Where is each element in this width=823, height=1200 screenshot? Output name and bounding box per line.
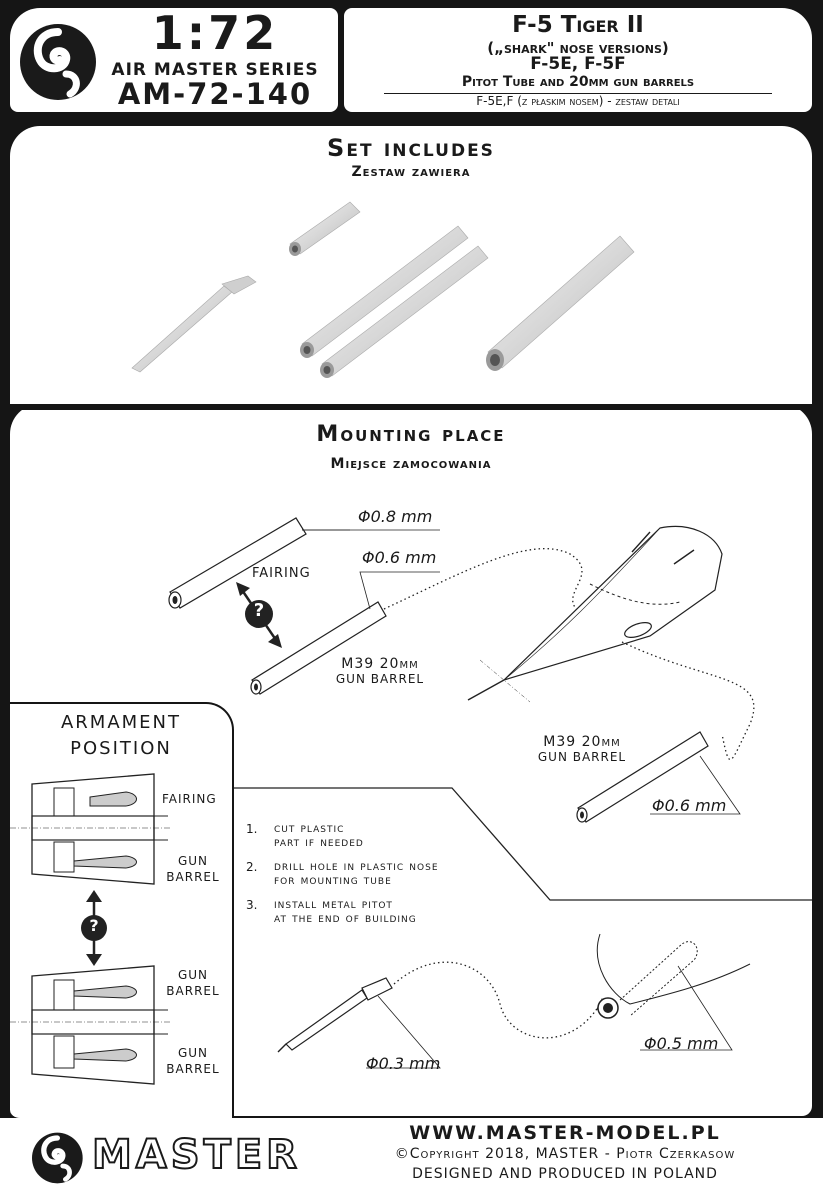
barrel2-label-line2: GUN BARREL xyxy=(537,750,627,764)
produced-in: DESIGNED AND PRODUCED IN POLAND xyxy=(412,1166,718,1182)
step-text: install metal pitot at the end of buildi… xyxy=(274,898,417,926)
step-line: part if needed xyxy=(274,835,364,850)
dim-hole: Φ0.5 mm xyxy=(644,1034,719,1053)
master-logo-icon xyxy=(20,24,96,100)
gun-barrel-tube xyxy=(250,601,387,695)
step-number: 2. xyxy=(246,860,258,874)
armament-panel: ARMAMENT POSITION xyxy=(10,702,234,1120)
arm-bot-gun-b2: BARREL xyxy=(166,1062,220,1076)
website-url[interactable]: WWW.MASTER-MODEL.PL xyxy=(409,1122,721,1144)
step-number: 1. xyxy=(246,822,258,836)
section-divider xyxy=(10,404,812,410)
fairing-tube xyxy=(168,517,307,609)
aircraft-subtitle: („shark" nose versions) xyxy=(487,39,669,57)
swap-arrow xyxy=(236,582,282,648)
step-line: drill hole in plastic nose xyxy=(274,859,439,874)
arm-top-gun-1: GUN xyxy=(177,854,209,868)
arm-bot-gun-b1: GUN xyxy=(177,1046,209,1060)
copyright: ©Copyright 2018, MASTER - Piotr Czerkaso… xyxy=(394,1146,736,1162)
armament-swap-arrow xyxy=(81,890,107,966)
master-footer-logo-icon xyxy=(32,1132,83,1184)
long-tube-part-1 xyxy=(300,225,469,358)
step-text: cut plastic part if needed xyxy=(274,822,364,850)
step-line: at the end of building xyxy=(274,911,417,926)
barrel-label-line2: GUN BARREL xyxy=(335,672,425,686)
set-includes-panel: Set includes Zestaw zawiera xyxy=(10,126,812,404)
brand-wordmark: MASTER xyxy=(91,1131,301,1179)
barrel-label-line1: M39 20mm xyxy=(341,656,419,672)
product-code: AM-72-140 xyxy=(117,77,313,111)
step-number: 3. xyxy=(246,898,258,912)
step-text: drill hole in plastic nose for mounting … xyxy=(274,860,439,888)
nose-cone xyxy=(467,525,723,703)
set-includes-subtitle: Zestaw zawiera xyxy=(351,164,471,180)
step-2: 2. drill hole in plastic nose for mounti… xyxy=(246,860,566,888)
mounting-panel: Mounting place Miejsce zamocowania xyxy=(10,404,812,1120)
aircraft-variants: F-5E, F-5F xyxy=(530,54,626,74)
armament-title-1: ARMAMENT xyxy=(60,712,182,733)
header-right-panel: F-5 Tiger II („shark" nose versions) F-5… xyxy=(344,8,812,112)
top-configuration xyxy=(10,773,170,885)
scale-label: 1:72 xyxy=(151,6,279,60)
step-1: 1. cut plastic part if needed xyxy=(246,822,566,850)
pitot-part xyxy=(131,275,257,373)
polish-description: F-5E,F (z płaskim nosem) - zestaw detali xyxy=(476,94,680,108)
bottom-configuration xyxy=(10,965,170,1085)
dim-barrel-right: Φ0.6 mm xyxy=(652,796,727,815)
barrel2-label-line1: M39 20mm xyxy=(543,734,621,750)
mounting-title: Mounting place xyxy=(316,422,506,447)
armament-diagram xyxy=(10,773,170,1085)
set-includes-title: Set includes xyxy=(327,134,495,162)
header-divider xyxy=(384,93,772,94)
dim-barrel-top: Φ0.6 mm xyxy=(362,548,437,567)
right-gun-barrel xyxy=(576,731,709,823)
step-3: 3. install metal pitot at the end of bui… xyxy=(246,898,566,926)
aircraft-title: F-5 Tiger II xyxy=(512,12,644,38)
arm-question: ? xyxy=(89,916,99,935)
thick-tube-part xyxy=(486,235,635,371)
steps-list: 1. cut plastic part if needed 2. drill h… xyxy=(246,822,566,926)
arm-bot-gun-a1: GUN xyxy=(177,968,209,982)
dim-fairing: Φ0.8 mm xyxy=(358,507,433,526)
arm-top-fairing: FAIRING xyxy=(162,792,217,806)
mounting-subtitle: Miejsce zamocowania xyxy=(330,456,492,472)
parts-illustration xyxy=(131,201,635,378)
armament-title-2: POSITION xyxy=(70,738,172,759)
dim-pitot: Φ0.3 mm xyxy=(366,1054,441,1073)
step-line: for mounting tube xyxy=(274,873,392,888)
step-line: install metal pitot xyxy=(274,897,393,912)
short-tube-part xyxy=(289,201,361,256)
nose-tip-detail xyxy=(596,933,751,1019)
fairing-label: FAIRING xyxy=(252,566,311,581)
step-line: cut plastic xyxy=(274,821,345,836)
footer: MASTER WWW.MASTER-MODEL.PL ©Copyright 20… xyxy=(0,1118,823,1200)
question-mark: ? xyxy=(253,600,265,621)
arm-bot-gun-a2: BARREL xyxy=(166,984,220,998)
set-contents: Pitot Tube and 20mm gun barrels xyxy=(461,74,695,90)
header-left-panel: 1:72 AIR MASTER SERIES AM-72-140 xyxy=(10,8,338,112)
arm-top-gun-2: BARREL xyxy=(166,870,220,884)
mounting-diagram xyxy=(168,517,812,1069)
series-label: AIR MASTER SERIES xyxy=(111,60,319,80)
pitot-tube xyxy=(277,977,393,1053)
long-tube-part-2 xyxy=(320,245,489,378)
